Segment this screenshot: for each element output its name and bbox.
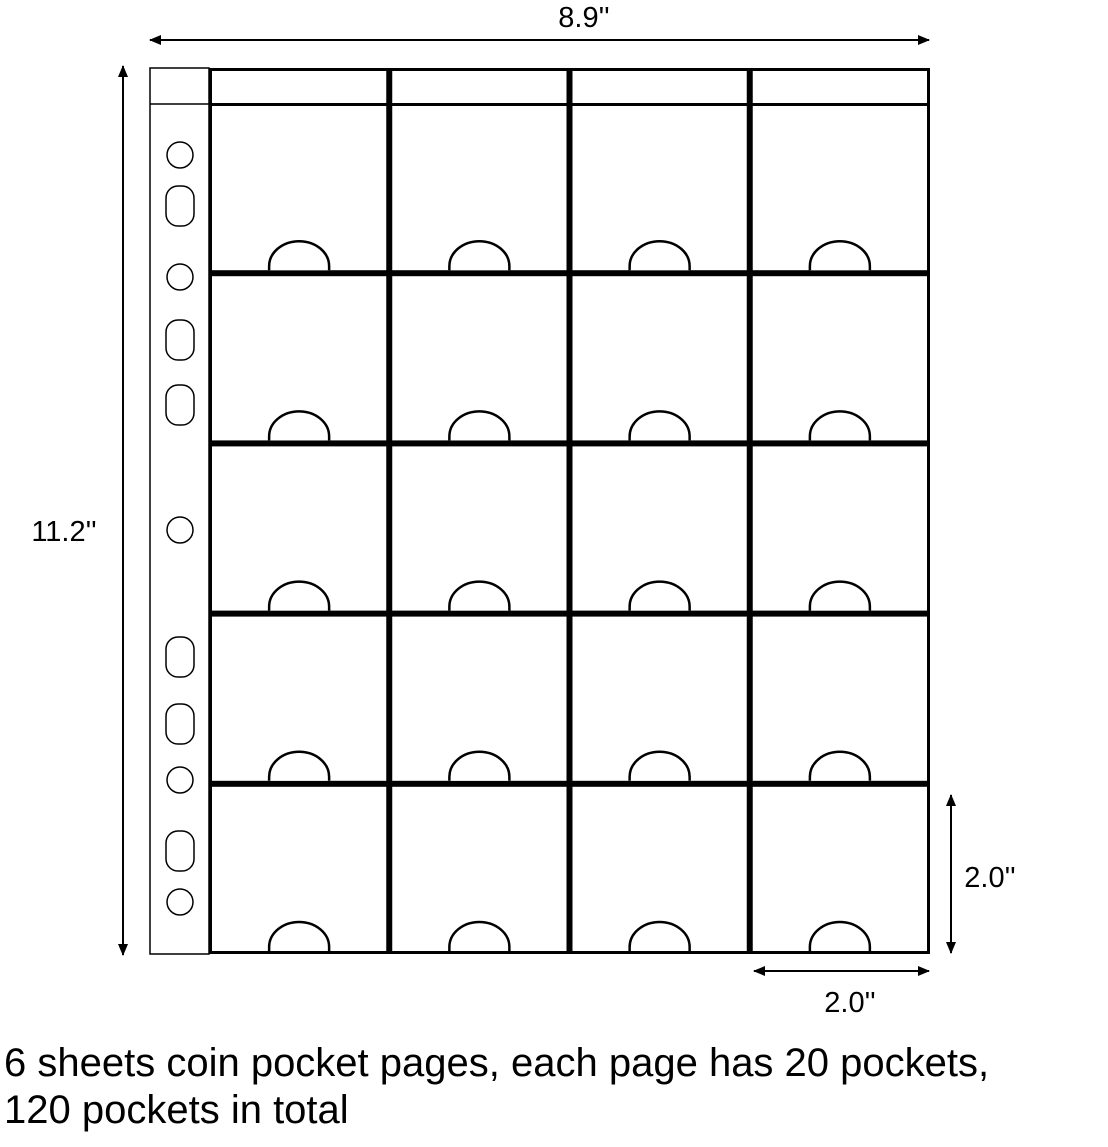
pocket-height-label: 2.0''	[964, 862, 1015, 894]
label-strip	[752, 71, 927, 103]
coin-pocket	[212, 616, 387, 781]
finger-notch	[448, 580, 511, 611]
finger-notch	[808, 580, 872, 611]
coin-pocket	[392, 446, 567, 611]
height-label: 11.2''	[31, 516, 96, 548]
coin-pocket	[752, 446, 927, 611]
finger-notch	[267, 410, 331, 441]
coin-pocket	[572, 616, 747, 781]
finger-notch	[628, 580, 691, 611]
finger-notch	[808, 920, 872, 951]
finger-notch	[267, 580, 331, 611]
width-label: 8.9''	[558, 2, 609, 34]
finger-notch	[628, 750, 691, 781]
finger-notch	[267, 240, 331, 271]
finger-notch	[448, 750, 511, 781]
finger-notch	[448, 240, 511, 271]
finger-notch	[628, 410, 691, 441]
finger-notch	[808, 750, 872, 781]
pocket-width-label: 2.0''	[824, 987, 875, 1019]
coin-pocket	[752, 786, 927, 951]
coin-pocket	[752, 106, 927, 271]
binder-hole-slot	[165, 185, 195, 227]
coin-pocket	[752, 616, 927, 781]
finger-notch	[808, 410, 872, 441]
coin-pocket	[572, 106, 747, 271]
binder-hole-slot	[165, 703, 195, 745]
binder-hole-slot	[165, 319, 195, 361]
binder-hole-slot	[165, 830, 195, 872]
coin-page-diagram: 8.9'' 11.2'' 2.0'' 2.0''	[31, 2, 1015, 1019]
coin-pocket	[212, 786, 387, 951]
coin-pocket	[392, 276, 567, 441]
coin-pocket	[752, 276, 927, 441]
binder-hole-round	[166, 141, 194, 169]
label-strip	[572, 71, 747, 103]
coin-pocket	[212, 276, 387, 441]
label-strip	[212, 71, 387, 103]
caption: 6 sheets coin pocket pages, each page ha…	[4, 1040, 1108, 1134]
coin-pocket	[572, 276, 747, 441]
coin-pocket	[392, 616, 567, 781]
finger-notch	[808, 240, 872, 271]
binder-hole-round	[166, 516, 194, 544]
binder-hole-round	[166, 766, 194, 794]
coin-pocket	[212, 106, 387, 271]
binder-hole-round	[166, 888, 194, 916]
finger-notch	[628, 240, 691, 271]
binder-hole-slot	[165, 636, 195, 678]
caption-line-1: 6 sheets coin pocket pages, each page ha…	[4, 1041, 990, 1085]
coin-pocket	[392, 106, 567, 271]
binder-hole-round	[166, 263, 194, 291]
binder-hole-slot	[165, 384, 195, 426]
coin-pocket	[212, 446, 387, 611]
coin-pocket	[572, 786, 747, 951]
label-strip	[392, 71, 567, 103]
coin-pocket	[392, 786, 567, 951]
caption-line-2: 120 pockets in total	[4, 1088, 349, 1132]
binder-holes	[165, 141, 195, 916]
finger-notch	[267, 750, 331, 781]
finger-notch	[448, 410, 511, 441]
finger-notch	[267, 920, 331, 951]
coin-pocket	[572, 446, 747, 611]
pocket-sheet	[209, 68, 930, 954]
finger-notch	[448, 920, 511, 951]
finger-notch	[628, 920, 691, 951]
